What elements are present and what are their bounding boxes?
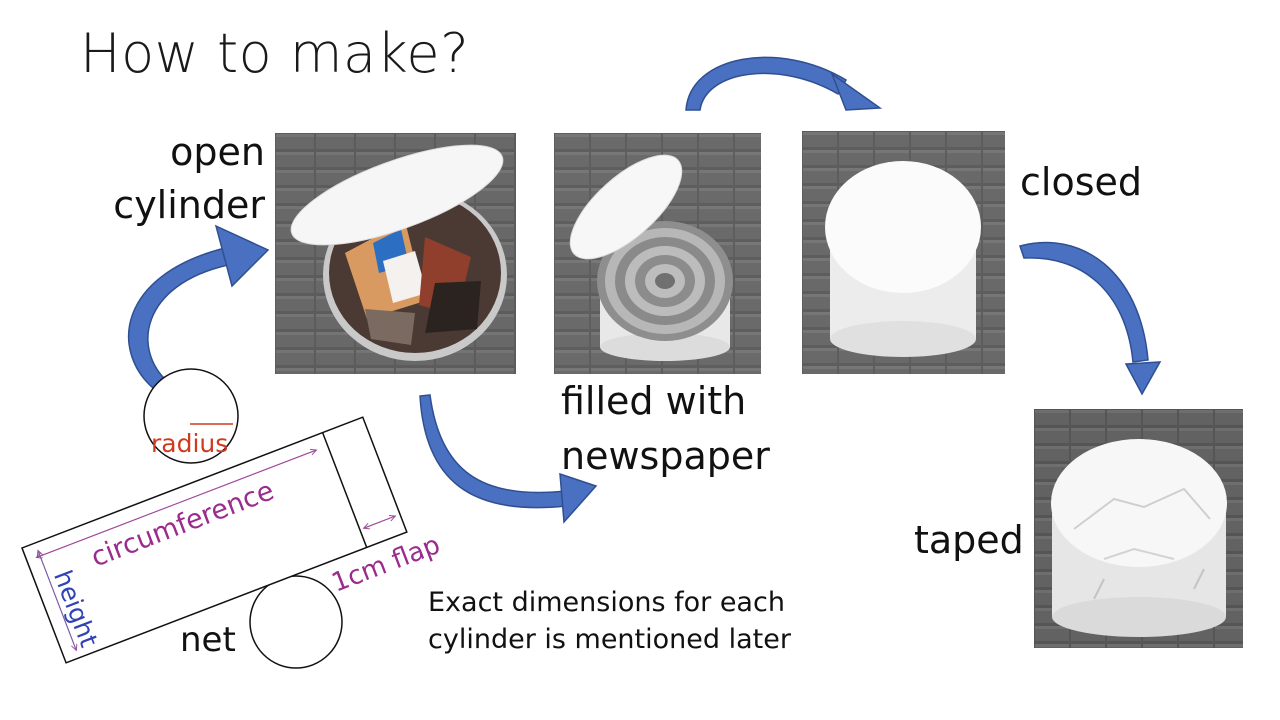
label-cylinder: cylinder [113,183,265,227]
curved-arrow-closed-to-taped [1019,241,1162,396]
filled-cylinder-image [554,133,761,374]
dimensions-note: Exact dimensions for each cylinder is me… [428,584,791,658]
photo-filled-cylinder [554,133,761,374]
photo-taped-cylinder [1034,409,1243,648]
flap-arrow [363,516,396,529]
open-cylinder-image [275,133,516,374]
photo-open-cylinder [275,133,516,374]
label-net: net [180,620,236,660]
label-taped: taped [914,518,1024,562]
note-line-1: Exact dimensions for each [428,587,785,618]
net-bottom-circle [249,575,343,669]
label-filled-with: filled with [561,379,747,423]
photo-closed-cylinder [802,131,1005,374]
flap-label: 1cm flap [328,530,444,599]
closed-cylinder-image [802,131,1005,374]
circumference-label: circumference [87,475,278,573]
slide-title: How to make? [80,22,470,85]
radius-label: radius [151,429,228,458]
note-line-2: cylinder is mentioned later [428,624,791,655]
height-arrow [37,550,76,650]
circumference-arrow [36,450,316,558]
net-top-circle [143,368,239,464]
label-closed: closed [1020,160,1142,204]
taped-cylinder-image [1034,409,1243,648]
height-label: height [48,566,104,651]
label-newspaper: newspaper [561,434,770,478]
label-open: open [170,130,265,174]
curved-arrow-net-to-open [127,224,270,389]
curved-arrow-filled-to-closed [685,56,883,111]
